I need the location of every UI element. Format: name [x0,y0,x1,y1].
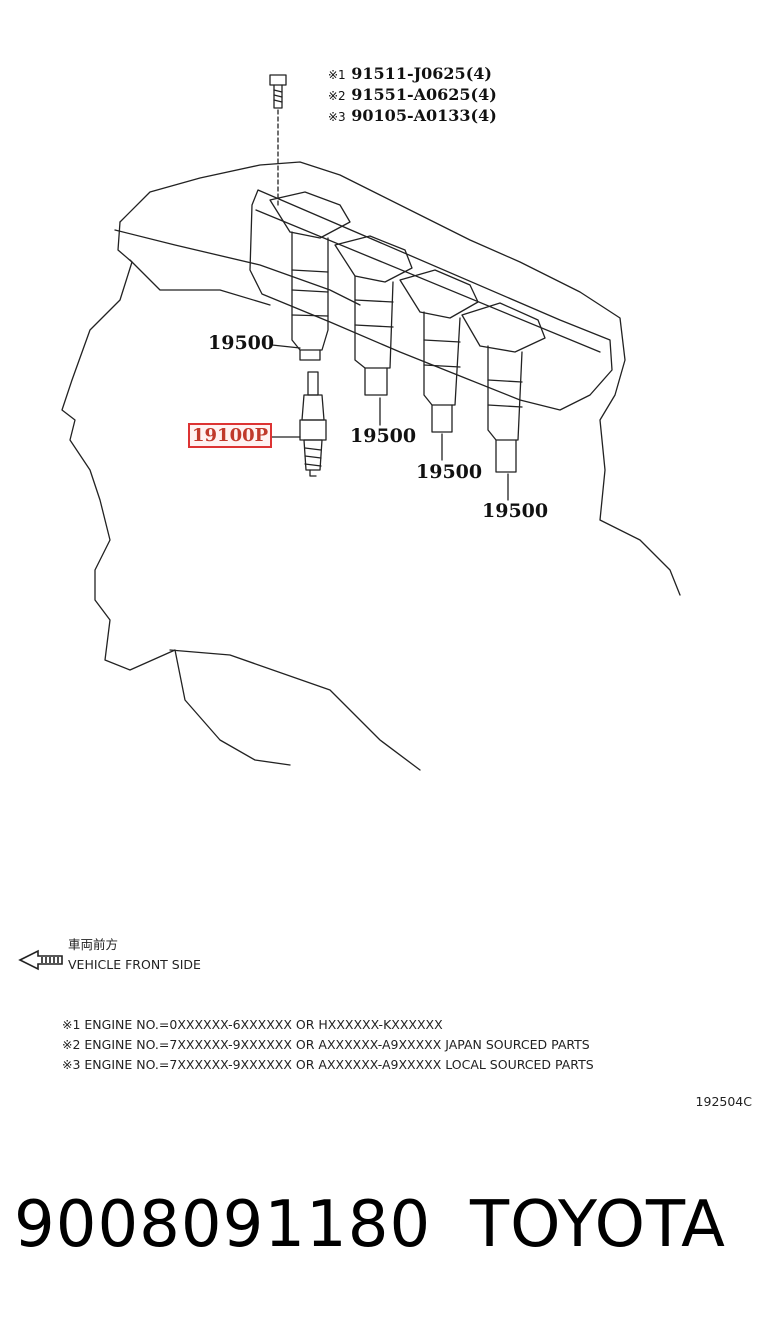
footer-brand: TOYOTA [470,1188,726,1262]
engine-outline [119,161,681,596]
coil-1-shape [269,191,351,361]
engine-note-2: ※2 ENGINE NO.=7XXXXXX-9XXXXXX OR AXXXXXX… [62,1037,590,1052]
callout-coil-2[interactable]: 19500 [350,425,417,447]
parts-list-item: ※1 91511-J0625(4) [328,64,497,85]
callout-coil-1[interactable]: 19500 [208,332,275,354]
coil-2-shape [334,235,413,396]
callout-coil-4[interactable]: 19500 [482,500,549,522]
note-mark: ※1 [328,68,346,82]
callout-coil-3[interactable]: 19500 [416,461,483,483]
bolt-shape [269,74,287,206]
front-arrow-icon [18,949,63,971]
parts-list-item: ※3 90105-A0133(4) [328,106,497,127]
engine-note-3: ※3 ENGINE NO.=7XXXXXX-9XXXXXX OR AXXXXXX… [62,1057,594,1072]
part-number-2[interactable]: 91551-A0625(4) [351,85,497,104]
part-number-1[interactable]: 91511-J0625(4) [351,64,492,83]
note-mark: ※3 [328,110,346,124]
diagram-code: 192504C [695,1094,752,1109]
engine-note-1: ※1 ENGINE NO.=0XXXXXX-6XXXXXX OR HXXXXXX… [62,1017,443,1032]
callout-spark-plug-highlighted[interactable]: 19100P [188,423,273,448]
part-number-3[interactable]: 90105-A0133(4) [351,106,497,125]
engine-notes: ※1 ENGINE NO.=0XXXXXX-6XXXXXX OR HXXXXXX… [62,1015,594,1075]
parts-list: ※1 91511-J0625(4) ※2 91551-A0625(4) ※3 9… [328,64,497,127]
direction-label-jp: 車両前方 [68,937,119,952]
head-cover [249,189,613,411]
direction-label-en: VEHICLE FRONT SIDE [68,957,201,972]
coil-3-shape [399,269,479,433]
note-mark: ※2 [328,89,346,103]
spark-plug-shape [299,371,327,477]
coil-4-shape [461,302,546,473]
footer-part-number: 9008091180 [14,1188,432,1262]
parts-list-item: ※2 91551-A0625(4) [328,85,497,106]
